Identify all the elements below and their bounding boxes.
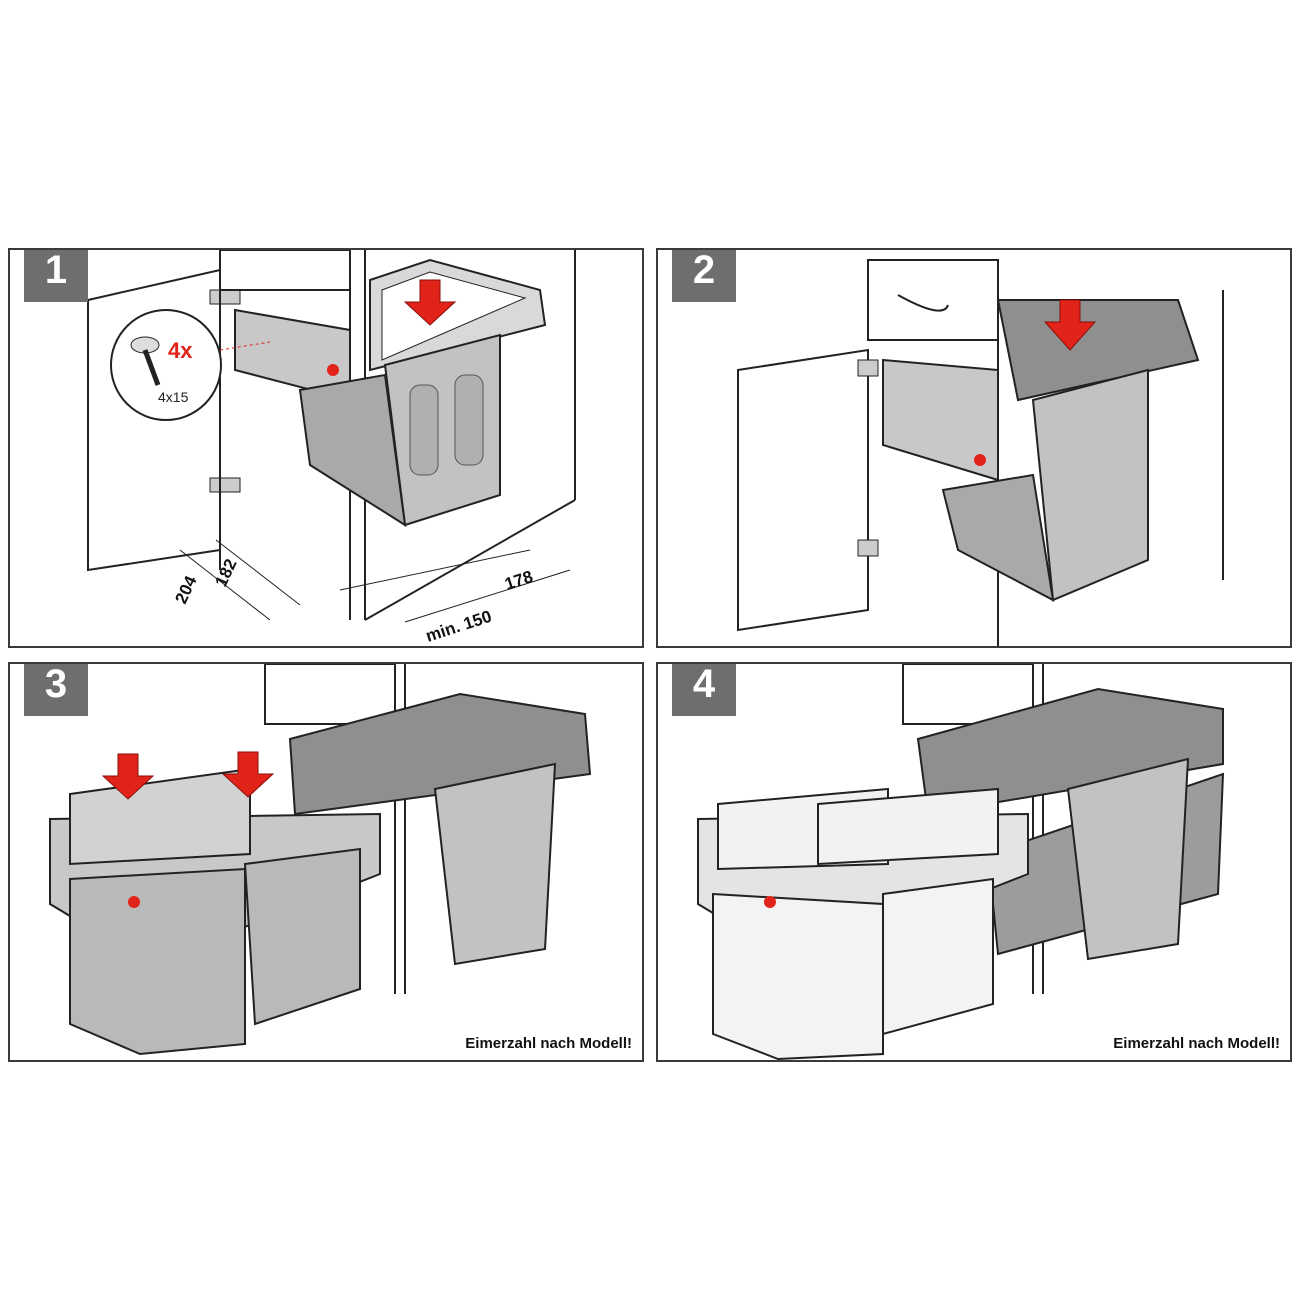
screw-count-label: 4x [168,338,193,363]
step-2-illustration [737,259,1224,646]
step-2-panel: 2 [656,248,1292,648]
screw-icon [130,336,161,386]
step-1-illustration: 4x 4x15 204 182 min. 150 178 [87,250,576,646]
step-4-badge: 4 [672,664,736,716]
dimension-182: 182 [211,556,240,590]
dimension-178: 178 [502,567,535,594]
step-4-panel: 4 Eimerzahl nach Modell! [656,662,1292,1062]
step-4-illustration [697,664,1225,1060]
step-3-panel: 3 Eimerzahl nach Modell! [8,662,644,1062]
step-3-badge: 3 [24,664,88,716]
screw-size-label: 4x15 [158,389,189,405]
step-3-illustration [49,664,592,1056]
dimension-204: 204 [171,572,200,606]
step-2-badge: 2 [672,250,736,302]
step-4-caption: Eimerzahl nach Modell! [1113,1035,1280,1052]
step-3-caption: Eimerzahl nach Modell! [465,1035,632,1052]
step-1-badge: 1 [24,250,88,302]
step-1-panel: 4x 4x15 204 182 min. 150 178 1 [8,248,644,648]
